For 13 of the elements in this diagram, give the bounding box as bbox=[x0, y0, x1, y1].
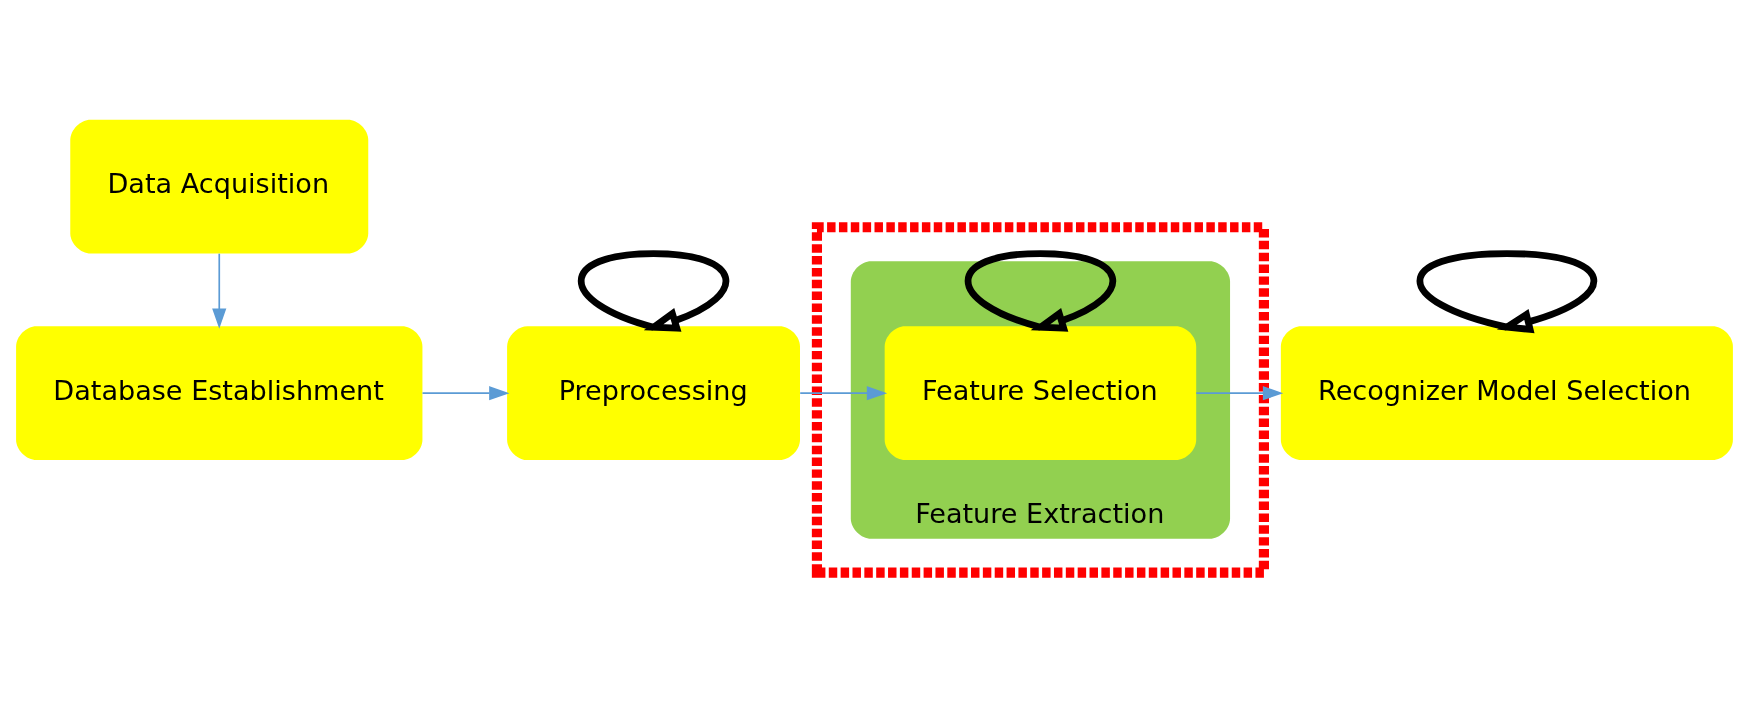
arrow bbox=[578, 249, 729, 332]
node-box: Data Acquisition bbox=[70, 119, 369, 254]
arrow bbox=[421, 385, 510, 400]
arrow bbox=[1416, 249, 1597, 333]
arrow bbox=[212, 252, 227, 329]
arrow bbox=[1195, 385, 1284, 400]
arrow bbox=[965, 249, 1116, 332]
arrow bbox=[799, 385, 888, 400]
node-box: Preprocessing bbox=[507, 325, 800, 460]
node-box: Database Establishment bbox=[16, 325, 423, 460]
cluster bbox=[811, 221, 1269, 578]
node-box: Recognizer Model Selection bbox=[1280, 325, 1733, 460]
node-box: Feature Selection bbox=[884, 325, 1197, 460]
